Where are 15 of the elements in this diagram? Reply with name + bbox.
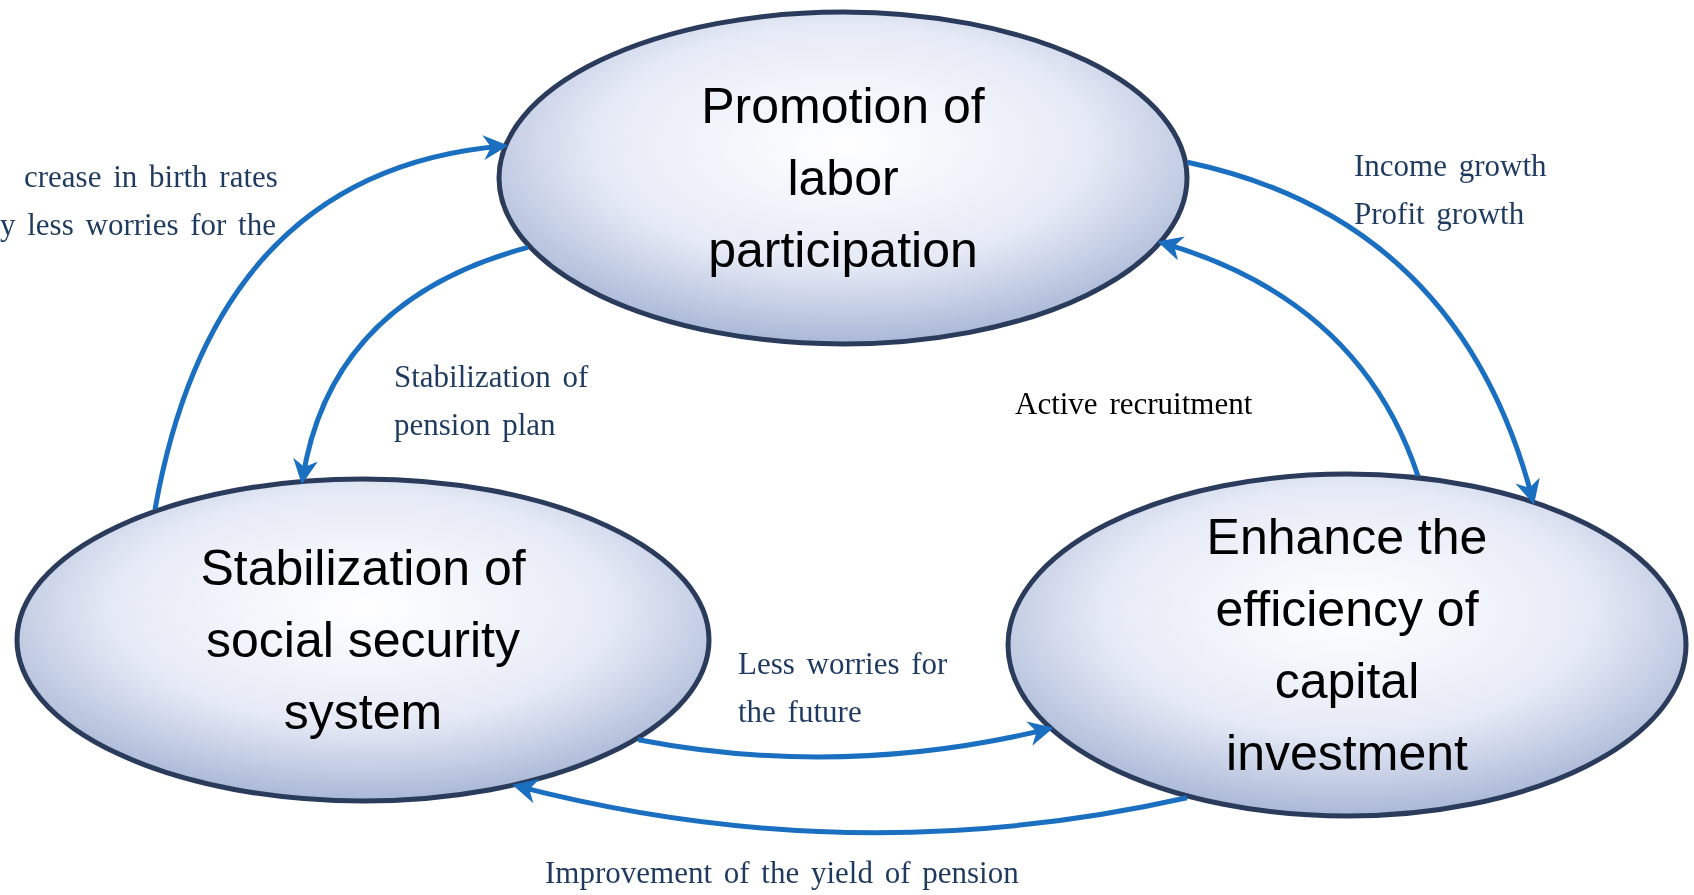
arrow xyxy=(637,721,1054,760)
arrow xyxy=(152,136,509,510)
edge-label: Income growth Profit growth xyxy=(1354,147,1548,233)
edge-label: Active recruitment xyxy=(1015,385,1254,423)
arrow xyxy=(1186,159,1539,505)
edge-label: crease in birth rates y less worries for the xyxy=(0,158,279,244)
arrow xyxy=(294,245,529,485)
arrow xyxy=(1157,237,1421,477)
edge-label: Improvement of the yield of pension xyxy=(545,854,1020,892)
edge-label: Less worries for the future xyxy=(738,645,949,731)
edge-label: Stabilization of pension plan xyxy=(394,358,590,444)
node-label: Stabilization of social security system xyxy=(199,539,527,742)
node-label: Enhance the efficiency of capital investment xyxy=(1205,508,1489,783)
arrow xyxy=(512,778,1188,835)
node-label: Promotion of labor participation xyxy=(700,77,986,280)
